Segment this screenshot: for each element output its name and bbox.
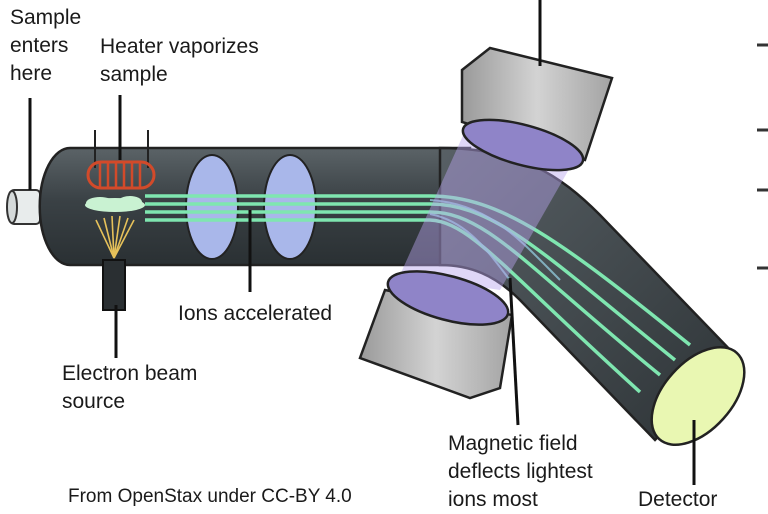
- label-magnetic-field: Magnetic field deflects lightest ions mo…: [448, 432, 593, 511]
- ion-beams: [145, 194, 692, 394]
- electron-beam-source: [95, 215, 135, 311]
- label-heater: Heater vaporizes sample: [100, 35, 259, 86]
- electron-beam: [95, 215, 135, 259]
- vaporized-sample: [85, 196, 145, 212]
- label-electron-beam: Electron beam source: [62, 362, 198, 413]
- accelerator-plate-1: [185, 154, 239, 260]
- edge-ticks: [757, 43, 768, 270]
- leader-lines: [28, 0, 696, 485]
- leader-magnetic-field: [508, 277, 520, 426]
- main-tube: [38, 146, 472, 267]
- magnet-bottom: [358, 270, 514, 400]
- label-sample-enters: Sample enters here: [10, 6, 82, 85]
- accelerator-plate-2: [263, 154, 317, 260]
- attribution-caption: From OpenStax under CC-BY 4.0: [68, 486, 352, 507]
- ion-beams-mid: [429, 199, 561, 281]
- label-detector: Detector: [638, 488, 718, 511]
- sample-inlet: [6, 189, 41, 225]
- heater-coil: [86, 130, 156, 190]
- label-ions-accelerated: Ions accelerated: [178, 302, 333, 325]
- magnet-top: [460, 46, 614, 172]
- detector-face: [650, 346, 746, 446]
